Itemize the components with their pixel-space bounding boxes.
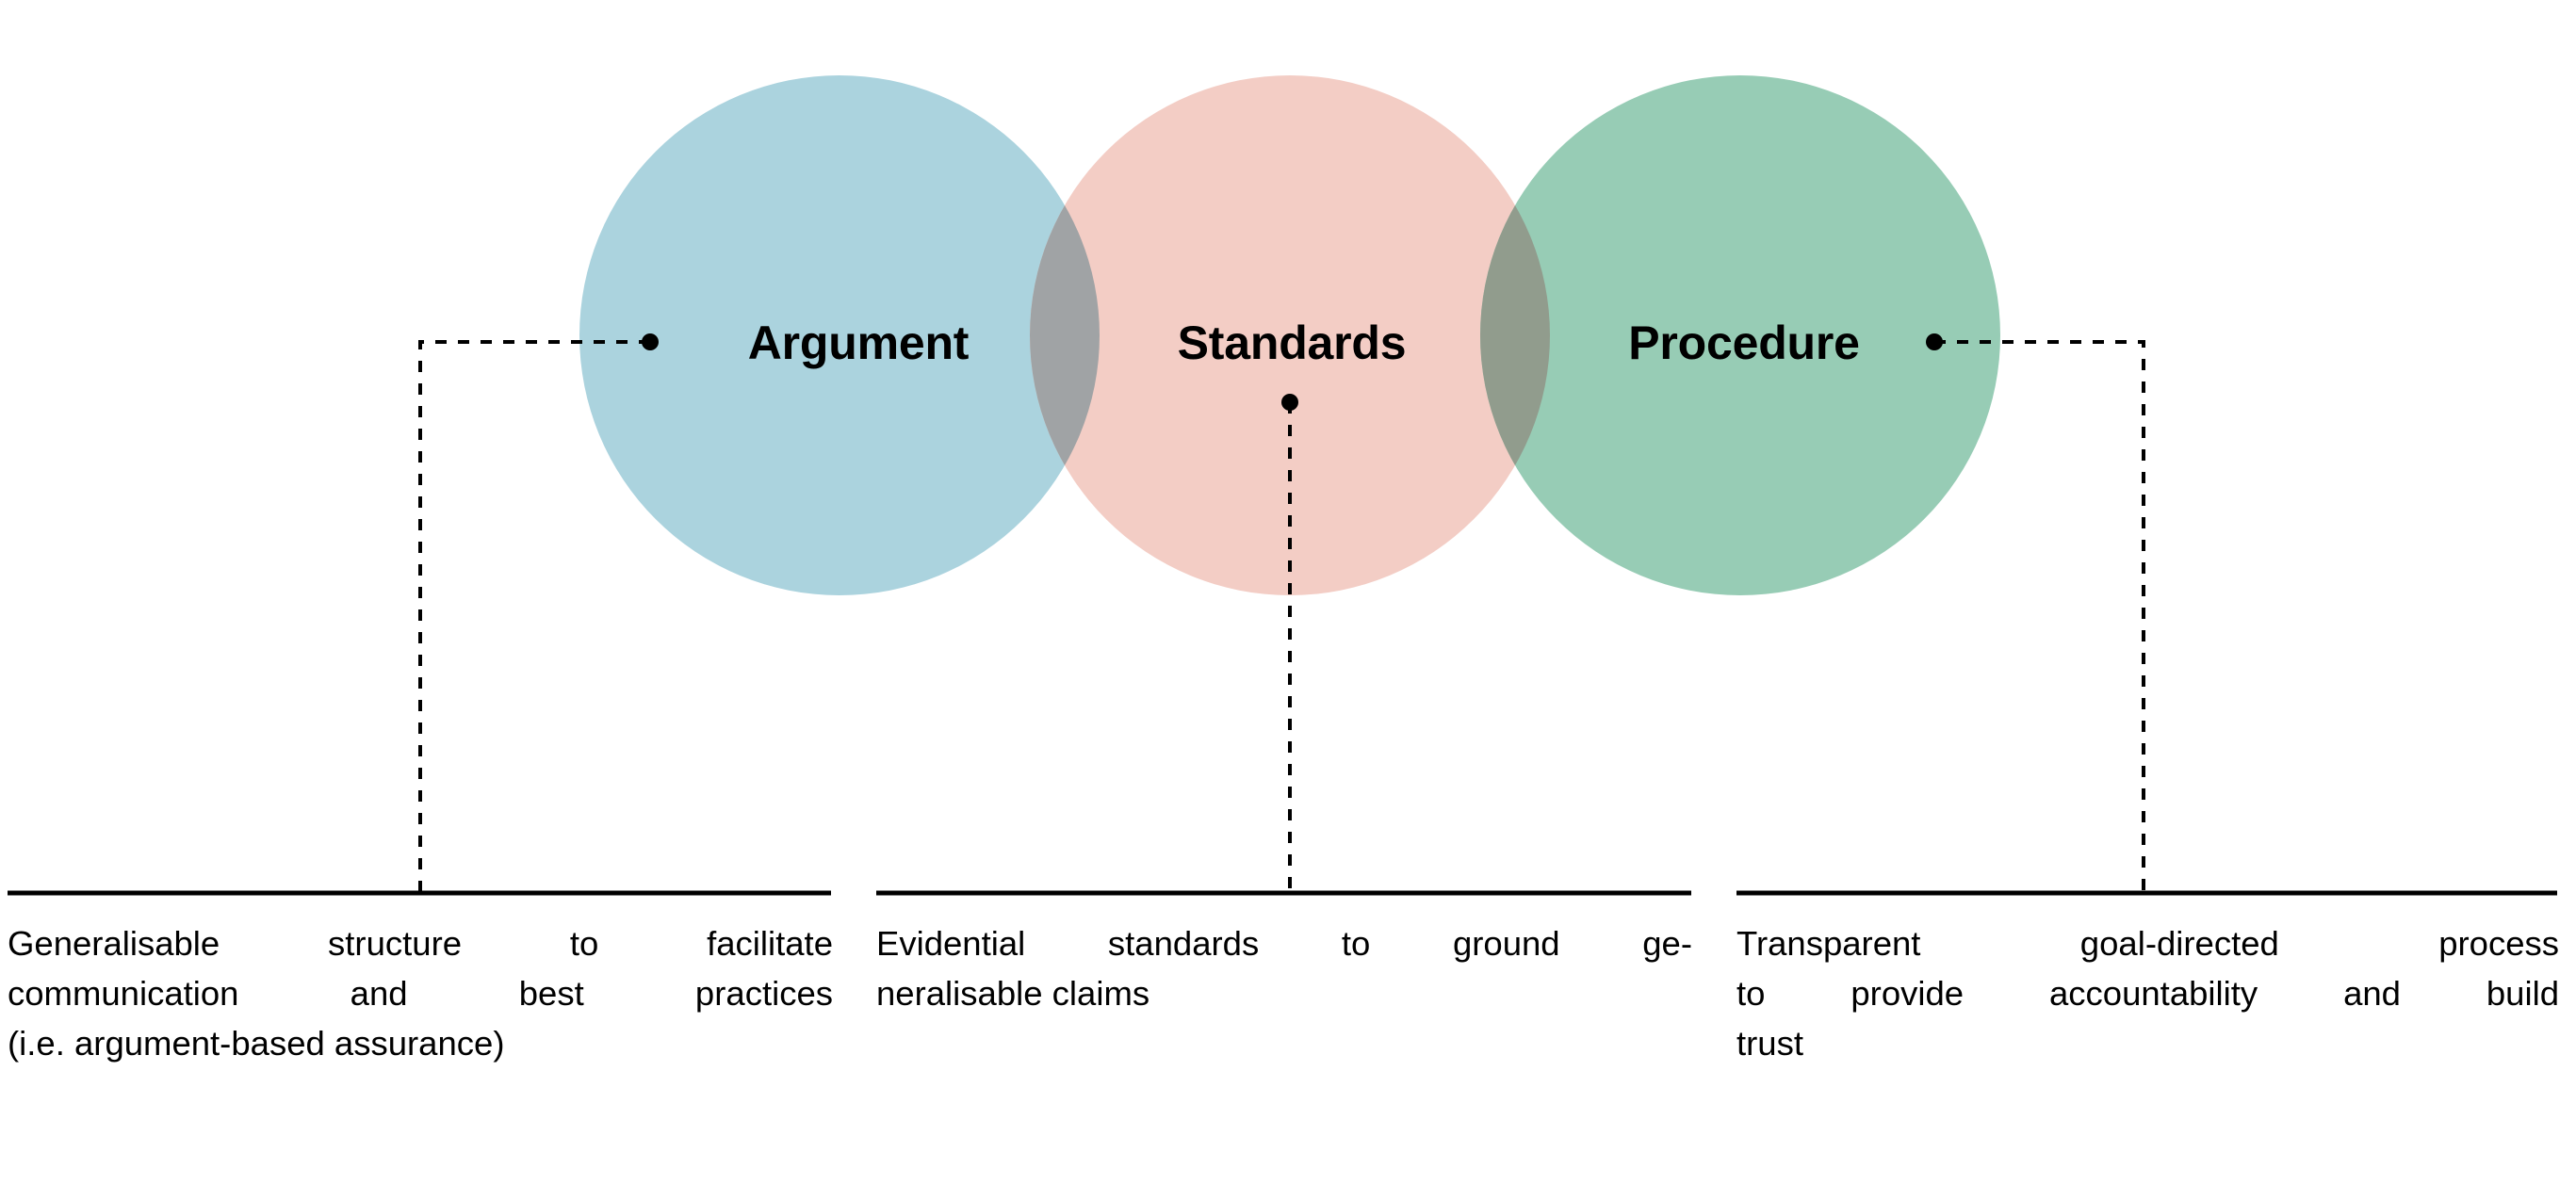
standards-connector-dot (1281, 394, 1298, 411)
circle-label-argument: Argument (747, 317, 970, 369)
circle-label-procedure: Procedure (1628, 317, 1860, 369)
caption-line: trust (1736, 1024, 1803, 1063)
argument-connector-dot (642, 333, 659, 350)
caption-line: Generalisable structure to facilitate (8, 924, 833, 963)
caption-line-wrap: Generalisable structure to facilitate (8, 918, 833, 968)
standards-connector (1281, 394, 1298, 893)
caption-line: communication and best practices (8, 974, 833, 1013)
caption-standards: Evidential standards to ground ge-nerali… (876, 918, 1692, 1018)
procedure-connector (1926, 333, 2145, 893)
caption-line: neralisable claims (876, 974, 1150, 1013)
argument-connector-line (418, 340, 650, 893)
caption-line-wrap: to provide accountability and build (1736, 968, 2559, 1018)
caption-line: Transparent goal-directed process (1736, 924, 2559, 963)
circle-argument[interactable] (579, 75, 1100, 595)
caption-line: (i.e. argument-based assurance) (8, 1024, 505, 1063)
procedure-connector-line (1934, 340, 2145, 893)
circle-procedure[interactable] (1480, 75, 2000, 595)
caption-line: Evidential standards to ground ge- (876, 924, 1692, 963)
caption-argument: Generalisable structure to facilitate com… (8, 918, 833, 1068)
procedure-connector-dot (1926, 333, 1943, 350)
argument-connector (418, 333, 659, 893)
caption-line: to provide accountability and build (1736, 974, 2559, 1013)
circle-standards[interactable] (1030, 75, 1550, 595)
circle-label-standards: Standards (1177, 317, 1407, 369)
caption-line-wrap: Transparent goal-directed process (1736, 918, 2559, 968)
caption-line-wrap: Evidential standards to ground ge- (876, 918, 1692, 968)
caption-procedure: Transparent goal-directed process to prov… (1736, 918, 2559, 1068)
caption-line-wrap: communication and best practices (8, 968, 833, 1018)
